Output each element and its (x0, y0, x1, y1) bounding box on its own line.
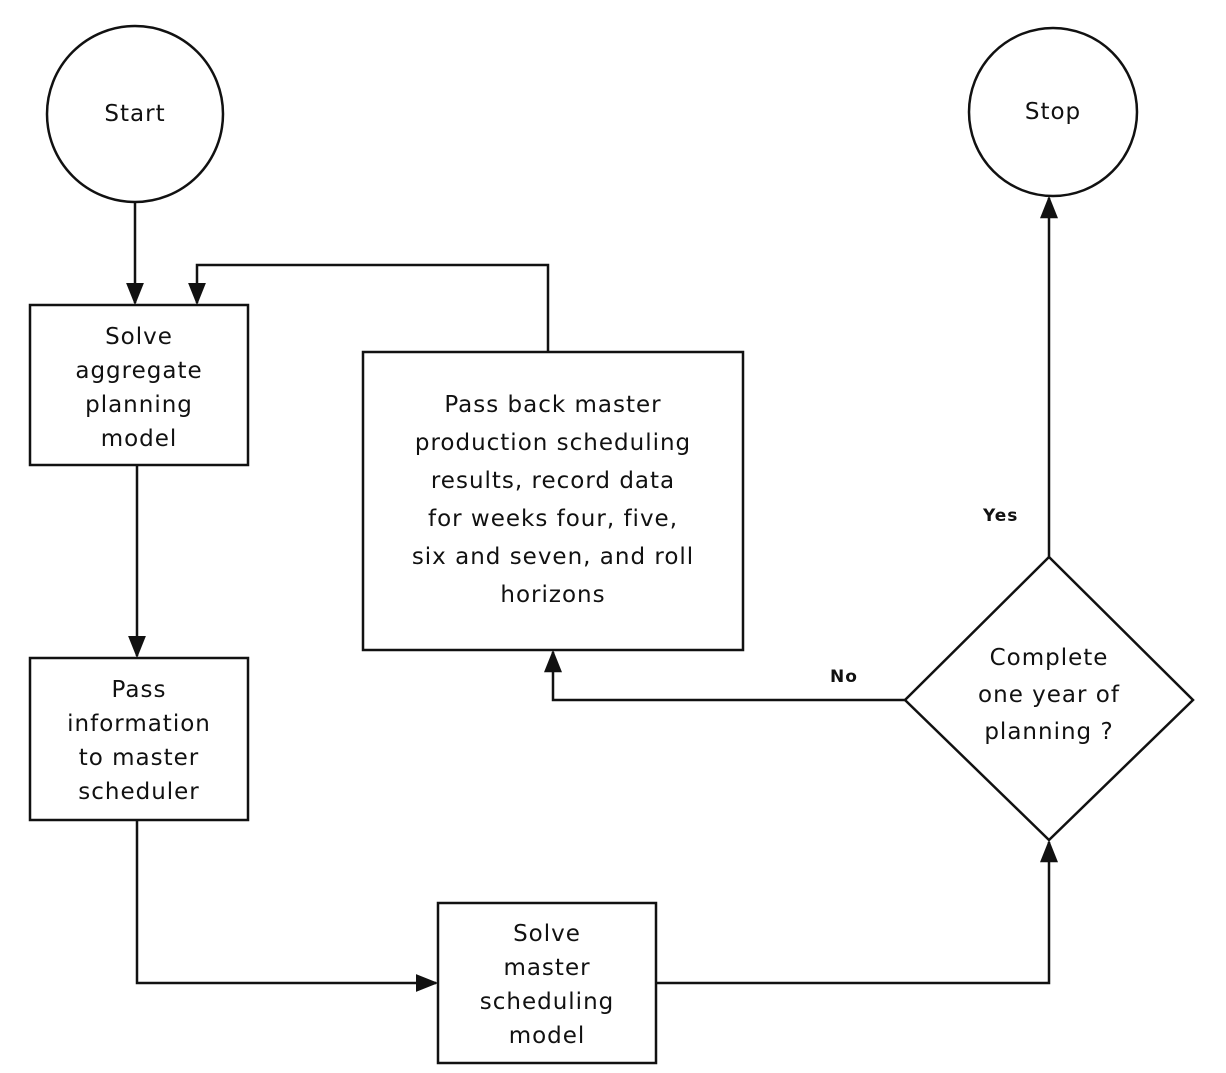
pass-back-line-4: for weeks four, five, (427, 506, 679, 532)
pass-back-line-2: production scheduling (414, 430, 692, 456)
pass-back-line-6: horizons (500, 582, 606, 608)
arrow-pass-info-to-solve-master (135, 820, 439, 992)
yes-edge-label: Yes (983, 506, 1019, 526)
solve-aggregate-line-4: model (100, 426, 178, 452)
decision-line-1: Complete (989, 645, 1109, 671)
solve-aggregate-label: Solve aggregate planning model (30, 320, 248, 456)
solve-master-label: Solve master scheduling model (438, 917, 656, 1053)
pass-information-line-1: Pass (111, 677, 167, 703)
decision-label: Complete one year of planning ? (949, 640, 1149, 751)
arrow-decision-to-pass-back (544, 649, 905, 702)
pass-back-label: Pass back master production scheduling r… (363, 386, 743, 614)
arrow-solve-master-to-decision (656, 839, 1058, 985)
pass-information-label: Pass information to master scheduler (30, 673, 248, 809)
solve-master-line-1: Solve (513, 921, 581, 947)
solve-aggregate-line-2: aggregate (75, 358, 203, 384)
solve-master-line-4: model (508, 1023, 586, 1049)
pass-information-line-2: information (67, 711, 211, 737)
pass-back-line-5: six and seven, and roll (411, 544, 695, 570)
solve-master-line-2: master (503, 955, 591, 981)
stop-label: Stop (1024, 99, 1082, 125)
pass-information-line-4: scheduler (78, 779, 200, 805)
pass-information-line-3: to master (78, 745, 200, 771)
solve-master-line-3: scheduling (479, 989, 615, 1015)
arrow-pass-back-to-aggregate (188, 263, 550, 352)
no-edge-label: No (830, 667, 858, 687)
decision-line-2: one year of (978, 682, 1120, 708)
pass-back-line-3: results, record data (430, 468, 676, 494)
decision-line-3: planning ? (984, 719, 1114, 745)
solve-aggregate-line-3: planning (85, 392, 193, 418)
start-label: Start (104, 101, 166, 127)
solve-aggregate-line-1: Solve (105, 324, 173, 350)
pass-back-line-1: Pass back master (444, 392, 662, 418)
